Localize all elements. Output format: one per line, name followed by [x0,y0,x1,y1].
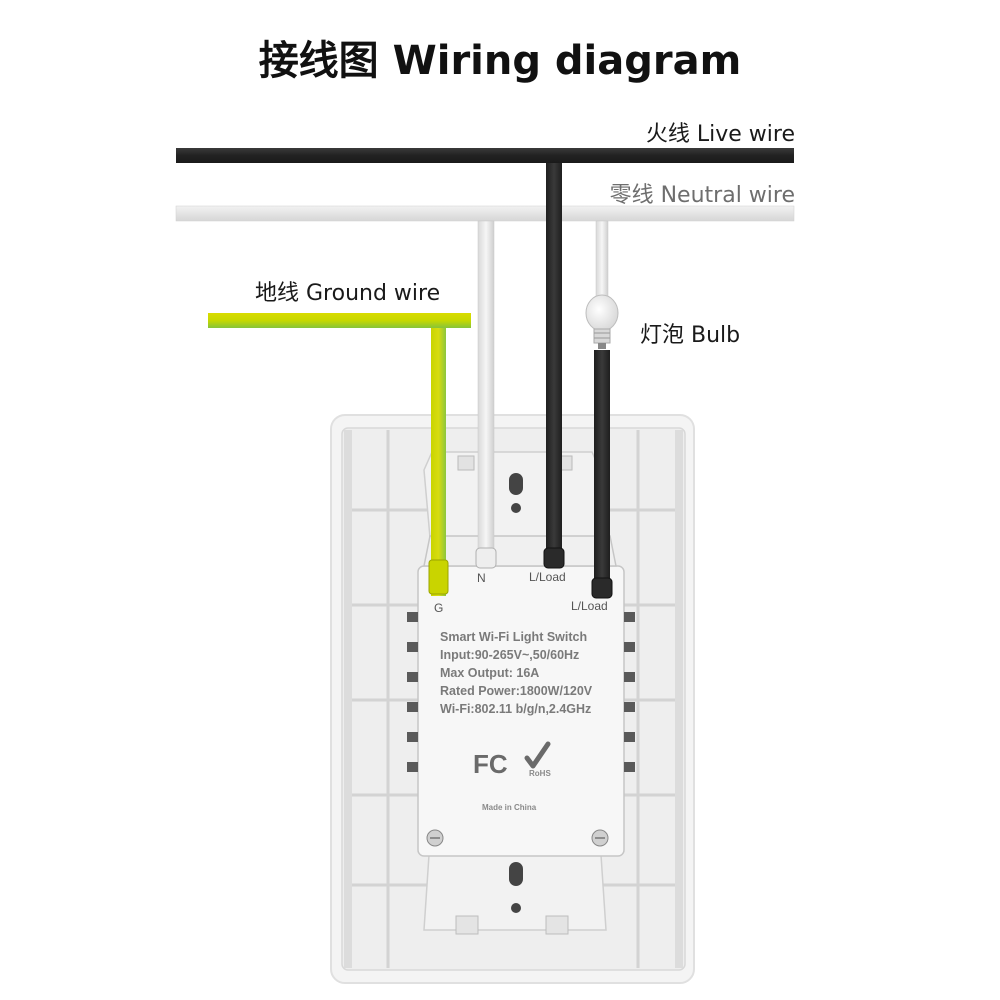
fcc-logo: FC [473,749,508,779]
live-wire [176,148,794,163]
spec-line-1: Smart Wi-Fi Light Switch [440,630,587,644]
live-wire-label: 火线 Live wire [645,122,795,147]
rohs-check-icon [524,741,551,769]
spec-line-5: Wi-Fi:802.11 b/g/n,2.4GHz [440,702,591,716]
screw-right [591,829,609,847]
neutral-wire-label: 零线 Neutral wire [609,183,795,208]
bulb-icon [585,294,619,349]
rohs-label: RoHS [529,769,551,778]
bulb-neutral-wire [595,220,609,302]
terminal-g-label: G [434,601,443,615]
screw-left [426,829,444,847]
neutral-branch-wire [477,220,495,567]
live-branch-wire [546,163,562,566]
diagram-title: 接线图 Wiring diagram [258,38,742,84]
terminal-load1-label: L/Load [529,570,566,584]
made-in-label: Made in China [482,803,537,812]
terminal-load2-label: L/Load [571,599,608,613]
ground-wire-horizontal [208,313,471,328]
neutral-wire [175,205,795,222]
spec-line-2: Input:90-265V~,50/60Hz [440,648,579,662]
ground-wire-vertical [431,328,446,596]
ground-wire-label: 地线 Ground wire [255,281,441,306]
spec-line-4: Rated Power:1800W/120V [440,684,593,698]
terminal-n-label: N [477,571,486,585]
spec-line-3: Max Output: 16A [440,666,539,680]
switch-module: G N L/Load L/Load Smart Wi-Fi Light Swit… [407,535,635,857]
load-wire [594,350,610,595]
bulb-label: 灯泡 Bulb [640,323,741,348]
